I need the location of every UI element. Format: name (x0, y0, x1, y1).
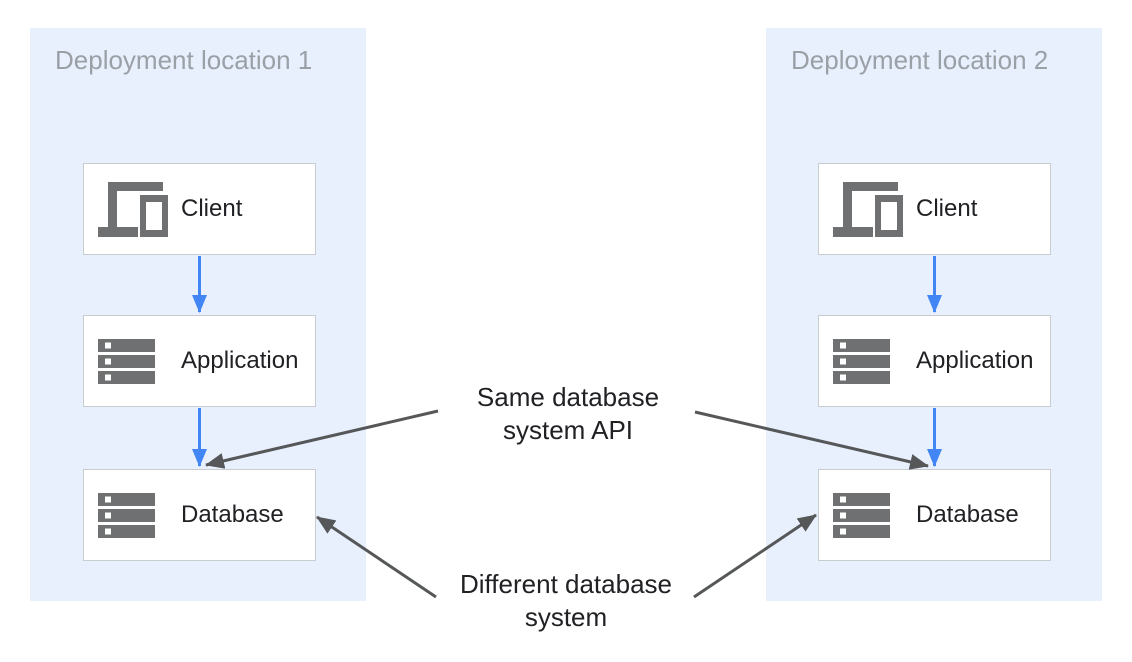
deployment-panel-2: Deployment location 2 Client Application (766, 28, 1102, 601)
node-label: Application (916, 347, 1034, 374)
node-label: Database (181, 501, 284, 528)
node-label: Client (181, 195, 243, 222)
deployment-panel-1: Deployment location 1 Client Application (30, 28, 366, 601)
server-icon (98, 492, 168, 538)
annotation-same-database-system-api: Same database system API (418, 381, 718, 447)
server-icon (833, 492, 903, 538)
node-application-2: Application (818, 315, 1051, 407)
node-database-1: Database (83, 469, 316, 561)
panel-title-1: Deployment location 1 (55, 45, 313, 75)
panel-title-2: Deployment location 2 (791, 45, 1049, 75)
node-application-1: Application (83, 315, 316, 407)
node-client-1: Client (83, 163, 316, 255)
node-label: Application (181, 347, 299, 374)
annotation-line: Different database (460, 569, 672, 599)
annotation-line: system API (502, 415, 634, 445)
annotation-line: Same database (476, 382, 660, 412)
server-icon (833, 338, 903, 384)
node-label: Client (916, 195, 978, 222)
devices-icon (833, 181, 903, 237)
annotation-line: system (524, 602, 608, 632)
node-database-2: Database (818, 469, 1051, 561)
devices-icon (98, 181, 168, 237)
annotation-different-database-system: Different database system (416, 568, 716, 634)
node-client-2: Client (818, 163, 1051, 255)
server-icon (98, 338, 168, 384)
node-label: Database (916, 501, 1019, 528)
